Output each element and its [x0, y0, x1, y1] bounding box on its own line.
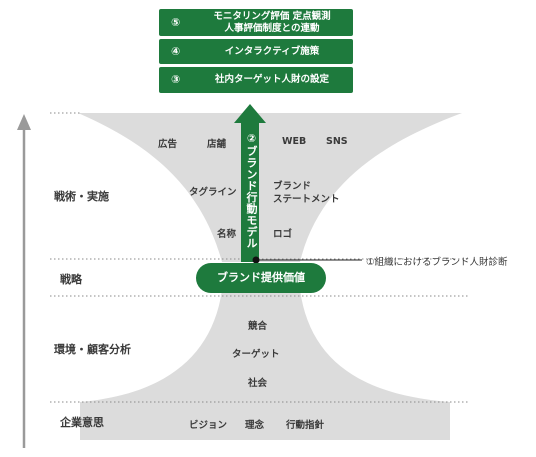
level-label-corporate: 企業意思	[60, 416, 104, 429]
item-logo: ロゴ	[273, 229, 293, 240]
step-label: インタラクティブ施策	[224, 46, 320, 57]
item-competitor: 競合	[248, 321, 268, 332]
step-label-line: モニタリング評価 定点観測	[213, 11, 331, 22]
item-store: 店舗	[207, 139, 227, 150]
item-target: ターゲット	[232, 349, 280, 360]
step-number: ④	[171, 45, 181, 58]
brand-behavior-model-label: ②ブランド行動モデル	[245, 132, 258, 249]
item-brand-statement-1: ブランド	[273, 181, 312, 192]
lower-funnel-shape	[80, 290, 450, 440]
step-number: ⑤	[171, 16, 181, 29]
item-ad: 広告	[158, 139, 178, 150]
green-arrow	[234, 104, 266, 262]
item-sns: SNS	[326, 136, 348, 147]
step-label-line: 人事評価制度との連動	[224, 23, 320, 34]
callout-dot	[252, 256, 260, 264]
item-name: 名称	[217, 229, 237, 240]
diagnosis-callout: ①組織におけるブランド人財診断	[366, 257, 508, 268]
item-tagline: タグライン	[189, 187, 237, 198]
item-code-of-conduct: 行動指針	[286, 420, 325, 431]
step-box-3: ③ 社内ターゲット人財の設定	[159, 67, 353, 93]
item-philosophy: 理念	[245, 420, 265, 431]
item-vision: ビジョン	[189, 420, 228, 431]
step-label: 社内ターゲット人財の設定	[214, 74, 329, 85]
axis-arrowhead	[17, 114, 31, 130]
item-society: 社会	[248, 378, 268, 389]
step-label: モニタリング評価 定点観測 人事評価制度との連動	[197, 11, 347, 35]
item-web: WEB	[282, 136, 307, 147]
level-label-environment: 環境・顧客分析	[54, 343, 131, 356]
level-label-strategy: 戦略	[60, 273, 82, 286]
step-box-5: ⑤ モニタリング評価 定点観測 人事評価制度との連動	[159, 9, 353, 36]
step-box-4: ④ インタラクティブ施策	[159, 39, 353, 64]
brand-value-pill: ブランド提供価値	[196, 263, 326, 293]
level-label-tactics: 戦術・実施	[54, 190, 109, 203]
item-brand-statement-2: ステートメント	[273, 194, 340, 205]
step-number: ③	[171, 73, 181, 86]
upper-funnel-shape	[78, 113, 462, 262]
